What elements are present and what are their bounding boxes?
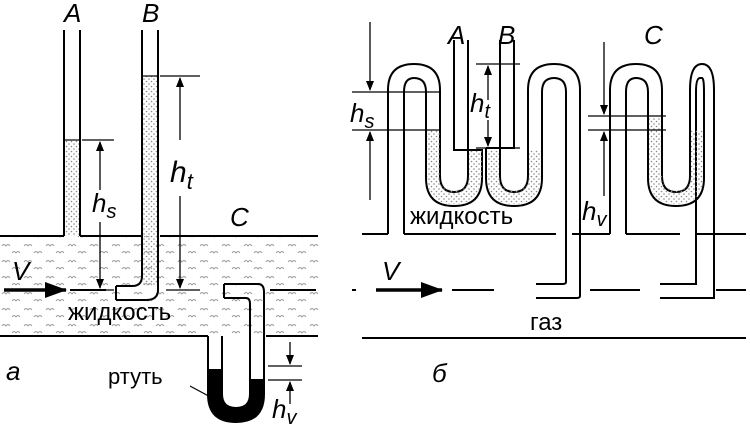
label-a-tube-a: A xyxy=(62,0,81,28)
panel-b xyxy=(352,22,746,339)
label-b-liquid: жидкость xyxy=(410,203,513,230)
tube-c xyxy=(224,283,265,356)
label-b-tube-b: B xyxy=(498,20,515,50)
label-panel-b: б xyxy=(432,358,448,388)
label-b-flow: V xyxy=(382,256,402,286)
label-panel-a: а xyxy=(6,356,20,386)
label-b-gas: газ xyxy=(530,309,562,336)
panel-a xyxy=(0,30,318,424)
label-a-ht: ht xyxy=(170,156,194,194)
label-b-ht: ht xyxy=(470,88,491,123)
label-b-hv: hv xyxy=(582,196,607,231)
label-a-tube-c: C xyxy=(230,202,249,232)
label-b-tube-c: C xyxy=(644,20,663,50)
label-a-liquid: жидкость xyxy=(68,299,171,326)
label-a-mercury: ртуть xyxy=(108,364,163,389)
label-b-hs: hs xyxy=(350,98,374,133)
label-a-tube-b: B xyxy=(142,0,159,28)
label-a-flow: V xyxy=(12,256,32,286)
tube-b xyxy=(116,30,143,287)
label-a-hs: hs xyxy=(92,188,116,223)
label-b-tube-a: A xyxy=(446,20,465,50)
label-a-hv: hv xyxy=(272,394,297,429)
mercury xyxy=(207,369,265,424)
